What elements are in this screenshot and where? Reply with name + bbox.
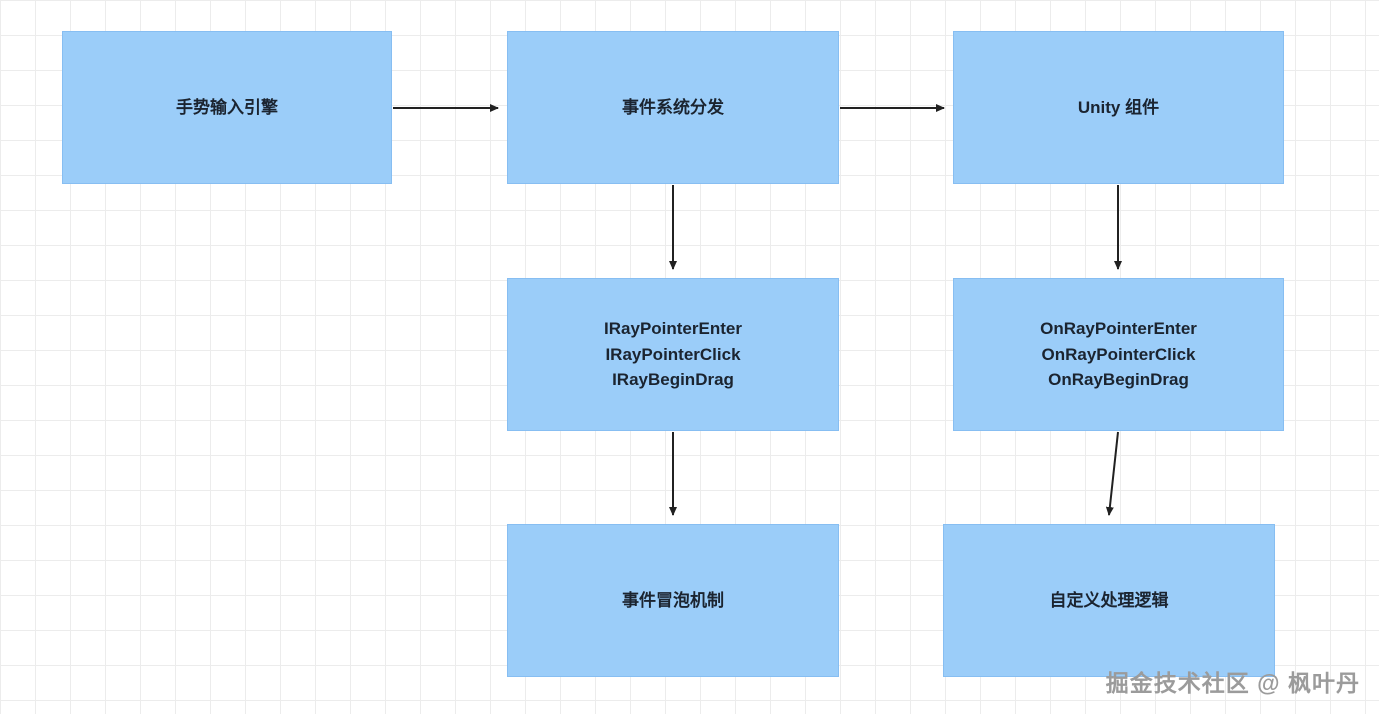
- node-unity-component: Unity 组件: [953, 31, 1284, 184]
- node-custom-processing-logic: 自定义处理逻辑: [943, 524, 1275, 677]
- node-event-bubbling-mechanism: 事件冒泡机制: [507, 524, 839, 677]
- node-onray-pointer-callbacks: OnRayPointerEnter OnRayPointerClick OnRa…: [953, 278, 1284, 431]
- node-event-system-dispatch: 事件系统分发: [507, 31, 839, 184]
- node-iray-pointer-interfaces: IRayPointerEnter IRayPointerClick IRayBe…: [507, 278, 839, 431]
- watermark-text: 掘金技术社区 @ 枫叶丹: [1105, 670, 1360, 696]
- arrow-callbacks-to-custom: [1105, 431, 1119, 516]
- node-gesture-input-engine: 手势输入引擎: [62, 31, 392, 184]
